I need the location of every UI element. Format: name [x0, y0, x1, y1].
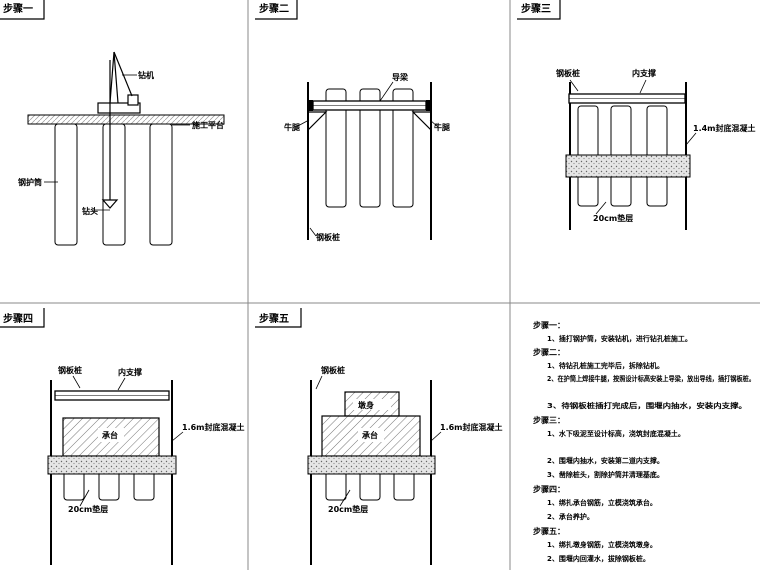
piles: [63, 469, 155, 501]
seal-concrete: [47, 455, 177, 475]
sheet-pile-walls: [307, 82, 432, 240]
step-2-title: 步骤二: [259, 2, 289, 15]
label-cushion: 20cm垫层: [68, 504, 108, 514]
label-drill: 钻机: [138, 70, 154, 80]
label-sheet-pile: 钢板桩: [316, 232, 340, 242]
label-cushion: 20cm垫层: [593, 213, 633, 223]
piles: [325, 88, 414, 208]
seal-concrete: [565, 154, 691, 178]
label-sheet-pile: 钢板桩: [321, 365, 345, 375]
step-4-panel: 步骤四 承台 钢板桩 内支撑 1.6m封底混凝土 2: [0, 308, 245, 565]
step-2-panel: 步骤二 导梁 牛腿 牛腿: [255, 0, 450, 242]
note-item-2-3: 3、待钢板桩插打完成后，围堰内抽水，安装内支撑。: [547, 401, 747, 410]
note-item-4-1: 1、绑扎承台钢筋，立模浇筑承台。: [547, 498, 657, 507]
note-heading-3: 步骤三：: [533, 415, 565, 425]
label-inner-brace: 内支撑: [632, 68, 656, 78]
label-sheet-pile: 钢板桩: [58, 365, 82, 375]
label-drill-bit: 钻头: [82, 206, 98, 216]
step-5-panel: 步骤五 墩身 承台 钢板桩 1.6m封底混凝土 20cm垫层: [255, 308, 503, 565]
note-item-2-2: 2、在护筒上焊接牛腿，按照设计标高安装上导梁，放出导线，插打钢板桩。: [547, 374, 755, 383]
label-inner-brace: 内支撑: [118, 367, 142, 377]
label-cap: 承台: [102, 430, 118, 440]
brackets: [307, 111, 432, 131]
label-sheet-pile: 钢板桩: [556, 68, 580, 78]
seal-concrete: [307, 455, 436, 475]
note-heading-1: 步骤一：: [533, 320, 565, 330]
inner-brace: [54, 390, 170, 401]
drilling-rig: [97, 51, 141, 200]
step-3-title: 步骤三: [521, 2, 551, 15]
label-bracket-left: 牛腿: [284, 122, 300, 132]
note-item-3-1: 1、水下吸泥至设计标高，浇筑封底混凝土。: [547, 429, 685, 438]
step-5-title: 步骤五: [259, 312, 289, 325]
casing-piles: [54, 123, 173, 246]
work-platform: [27, 114, 225, 125]
label-platform: 施工平台: [192, 120, 224, 130]
construction-notes: 步骤一： 1、插打钢护筒，安装钻机，进行钻孔桩施工。 步骤二： 1、待钻孔桩施工…: [533, 320, 755, 563]
note-item-3-2: 2、围堰内抽水，安装第二道内支撑。: [547, 456, 664, 465]
note-heading-4: 步骤四：: [533, 484, 565, 494]
note-item-5-1: 1、绑扎墩身钢筋，立模浇筑墩身。: [547, 540, 657, 549]
label-pier: 墩身: [358, 400, 374, 410]
label-cap: 承台: [362, 430, 378, 440]
step-3-panel: 步骤三 钢板桩 内支撑 1.4m封底混凝土 20cm垫层: [517, 0, 756, 230]
label-bracket-right: 牛腿: [434, 122, 450, 132]
label-seal: 1.6m封底混凝土: [182, 422, 245, 432]
note-item-3-3: 3、凿除桩头，割除护筒并清理基底。: [547, 470, 664, 479]
piles: [325, 469, 415, 501]
step-4-title: 步骤四: [3, 312, 33, 325]
inner-brace: [568, 93, 686, 104]
label-seal: 1.6m封底混凝土: [440, 422, 503, 432]
note-item-4-2: 2、承台养护。: [547, 512, 594, 521]
label-casing: 钢护筒: [18, 177, 42, 187]
guide-beam: [309, 100, 430, 111]
note-item-5-2: 2、围堰内回灌水，拔除钢板桩。: [547, 554, 650, 563]
label-seal: 1.4m封底混凝土: [693, 123, 756, 133]
label-guide-beam: 导梁: [392, 72, 409, 82]
step-1-title: 步骤一: [3, 2, 33, 15]
note-heading-2: 步骤二：: [533, 347, 565, 357]
label-cushion: 20cm垫层: [328, 504, 368, 514]
note-item-1-1: 1、插打钢护筒，安装钻机，进行钻孔桩施工。: [547, 334, 692, 343]
step-1-panel: 步骤一 钻机 施工平台 钢护筒 钻头: [0, 0, 225, 246]
drill-bit-icon: [101, 199, 119, 209]
note-heading-5: 步骤五：: [533, 526, 565, 536]
note-item-2-1: 1、待钻孔桩施工完毕后，拆除钻机。: [547, 361, 664, 370]
